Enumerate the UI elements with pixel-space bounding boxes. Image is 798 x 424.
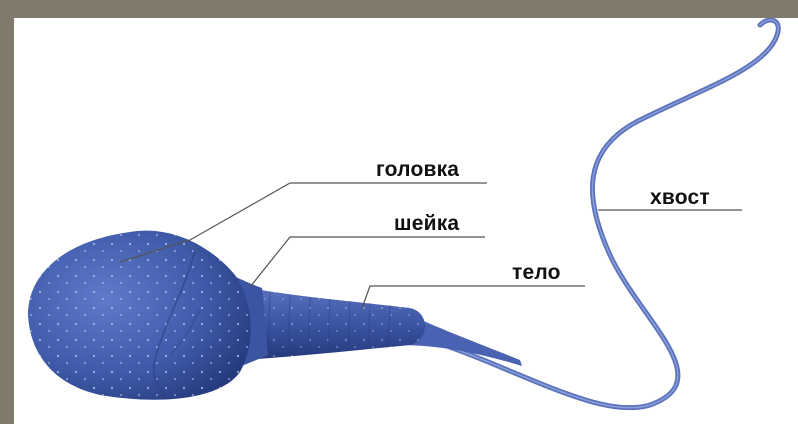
label-tail: хвост	[650, 186, 710, 210]
label-head: головка	[376, 158, 459, 182]
label-neck: шейка	[394, 212, 459, 236]
body-leader-line	[362, 286, 585, 308]
label-body: тело	[512, 261, 561, 285]
neck-leader-line	[250, 237, 485, 287]
diagram-panel: головка шейка тело хвост	[14, 18, 798, 424]
